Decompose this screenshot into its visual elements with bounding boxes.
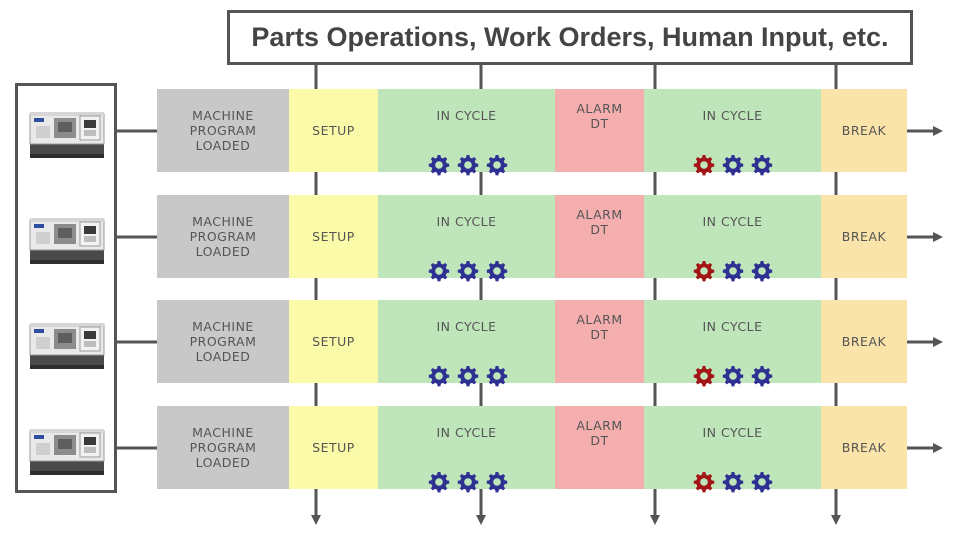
- gear-icon: [428, 155, 450, 176]
- segment-machine-program-loaded: MACHINE PROGRAM LOADED: [157, 406, 289, 489]
- gear-group-normal: [428, 260, 508, 282]
- machine-timeline-row: MACHINE PROGRAM LOADED SETUP IN CYCLE AL…: [157, 406, 907, 493]
- gear-group-alarm: [693, 365, 773, 387]
- segment-break: BREAK: [821, 89, 907, 172]
- machine-panel: [15, 83, 117, 493]
- gear-icon: [457, 261, 479, 282]
- cnc-lathe-icon: [29, 111, 105, 159]
- gear-alarm-icon: [693, 261, 715, 282]
- cnc-lathe-icon: [29, 428, 105, 476]
- gear-group-alarm: [693, 154, 773, 176]
- gear-icon: [722, 472, 744, 493]
- gear-icon: [486, 261, 508, 282]
- gear-group-alarm: [693, 471, 773, 493]
- segment-break: BREAK: [821, 300, 907, 383]
- segment-machine-program-loaded: MACHINE PROGRAM LOADED: [157, 195, 289, 278]
- gear-icon: [751, 155, 773, 176]
- gear-icon: [722, 366, 744, 387]
- gear-icon: [751, 261, 773, 282]
- gear-icon: [457, 155, 479, 176]
- gear-icon: [428, 261, 450, 282]
- gear-icon: [486, 472, 508, 493]
- segment-machine-program-loaded: MACHINE PROGRAM LOADED: [157, 89, 289, 172]
- gear-icon: [457, 366, 479, 387]
- machine-timeline-row: MACHINE PROGRAM LOADED SETUP IN CYCLE AL…: [157, 89, 907, 176]
- cnc-lathe-icon: [29, 217, 105, 265]
- gear-alarm-icon: [693, 472, 715, 493]
- machine-timeline-row: MACHINE PROGRAM LOADED SETUP IN CYCLE AL…: [157, 300, 907, 387]
- segment-alarm-downtime: ALARM DT: [555, 406, 644, 489]
- gear-icon: [486, 366, 508, 387]
- gear-group-alarm: [693, 260, 773, 282]
- gear-icon: [457, 472, 479, 493]
- gear-icon: [751, 472, 773, 493]
- machine-timeline-row: MACHINE PROGRAM LOADED SETUP IN CYCLE AL…: [157, 195, 907, 282]
- gear-icon: [722, 261, 744, 282]
- segment-alarm-downtime: ALARM DT: [555, 300, 644, 383]
- segment-break: BREAK: [821, 406, 907, 489]
- gear-group-normal: [428, 471, 508, 493]
- gear-icon: [486, 155, 508, 176]
- segment-setup: SETUP: [289, 300, 378, 383]
- gear-group-normal: [428, 365, 508, 387]
- gear-icon: [722, 155, 744, 176]
- gear-icon: [428, 472, 450, 493]
- segment-setup: SETUP: [289, 89, 378, 172]
- segment-alarm-downtime: ALARM DT: [555, 89, 644, 172]
- segment-alarm-downtime: ALARM DT: [555, 195, 644, 278]
- segment-machine-program-loaded: MACHINE PROGRAM LOADED: [157, 300, 289, 383]
- cnc-lathe-icon: [29, 322, 105, 370]
- gear-alarm-icon: [693, 366, 715, 387]
- gear-icon: [428, 366, 450, 387]
- segment-setup: SETUP: [289, 195, 378, 278]
- gear-icon: [751, 366, 773, 387]
- header-title: Parts Operations, Work Orders, Human Inp…: [227, 10, 913, 65]
- gear-alarm-icon: [693, 155, 715, 176]
- gear-group-normal: [428, 154, 508, 176]
- segment-setup: SETUP: [289, 406, 378, 489]
- segment-break: BREAK: [821, 195, 907, 278]
